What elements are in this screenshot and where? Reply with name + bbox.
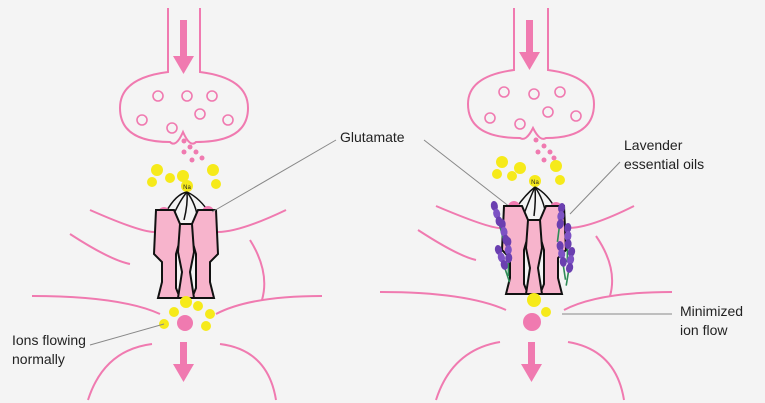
ions-flowing-label-1: Ions flowing — [12, 332, 86, 348]
minimized-label-2: ion flow — [680, 322, 728, 338]
na-label: Na — [183, 185, 191, 191]
right-panel: Na — [379, 8, 743, 401]
down-arrow-icon — [519, 20, 540, 70]
down-arrow-icon — [173, 342, 194, 382]
postsynaptic-membrane — [31, 209, 323, 401]
ions-flowing-label-2: normally — [12, 351, 65, 367]
glutamate-label: Glutamate — [340, 129, 405, 145]
sodium-ions-top — [492, 156, 565, 185]
glutamate-molecule — [523, 313, 541, 331]
leader-line — [89, 323, 165, 346]
glutamate-molecule — [177, 315, 193, 331]
down-arrow-icon — [173, 20, 194, 74]
leader-line — [423, 139, 511, 208]
sodium-ions-top — [147, 164, 221, 189]
leader-line — [211, 139, 337, 213]
axon-terminal — [466, 8, 596, 140]
released-glutamate — [533, 137, 557, 163]
vesicle-icon — [136, 90, 234, 134]
minimized-label-1: Minimized — [680, 303, 743, 319]
receptor-channel-icon — [153, 209, 219, 299]
na-ion — [529, 175, 541, 187]
down-arrow-icon — [521, 342, 542, 382]
axon-terminal — [118, 8, 250, 145]
na-label: Na — [531, 180, 539, 186]
left-panel: Na — [12, 8, 323, 401]
sodium-ions-bottom — [527, 293, 551, 317]
lavender-label-1: Lavender — [624, 137, 683, 153]
postsynaptic-membrane — [379, 205, 673, 401]
vesicle-icon — [484, 86, 582, 130]
leader-line — [569, 161, 621, 215]
released-glutamate — [181, 138, 205, 163]
na-ion — [181, 180, 193, 192]
lavender-label-2: essential oils — [624, 156, 704, 172]
